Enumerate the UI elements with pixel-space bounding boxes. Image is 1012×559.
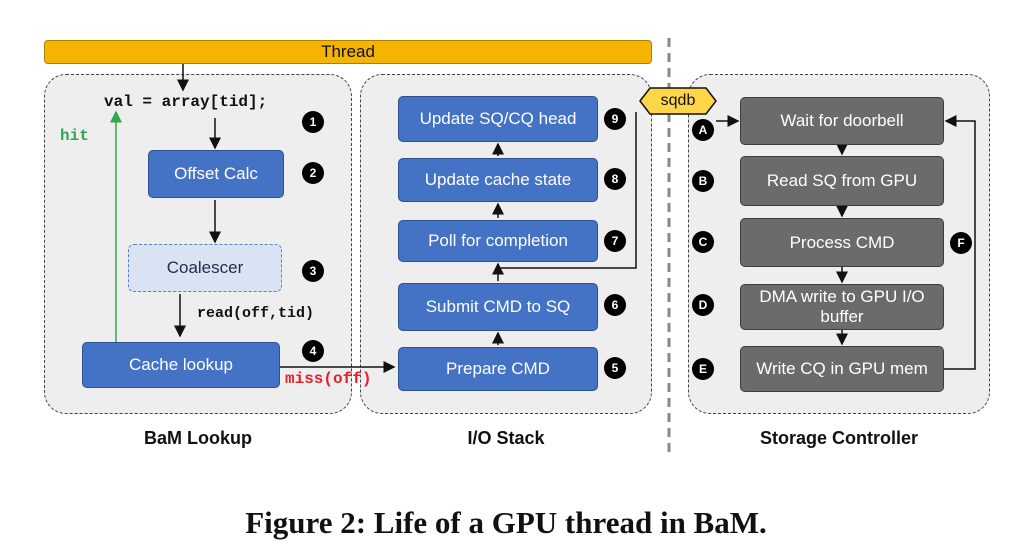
miss-label: miss(off) <box>285 370 372 388</box>
sqdb-doorbell-label: sqdb <box>660 92 696 109</box>
io-box-poll-for-completion: Poll for completion <box>398 220 598 262</box>
offset-calc-box: Offset Calc <box>148 150 284 198</box>
sc-box-read-sq: Read SQ from GPU <box>740 156 944 206</box>
coalescer-box: Coalescer <box>128 244 282 292</box>
step-badge-1: 1 <box>302 111 324 133</box>
io-box-update-sq-cq-head: Update SQ/CQ head <box>398 96 598 142</box>
letter-badge-b: B <box>692 170 714 192</box>
sc-box-wait-for-doorbell: Wait for doorbell <box>740 97 944 145</box>
letter-badge-d: D <box>692 294 714 316</box>
bam-lookup-label: BaM Lookup <box>144 428 252 448</box>
code-line: val = array[tid]; <box>104 93 268 111</box>
letter-badge-e: E <box>692 358 714 380</box>
sc-box-process-cmd: Process CMD <box>740 218 944 267</box>
io-box-prepare-cmd: Prepare CMD <box>398 347 598 391</box>
io-box-submit-cmd: Submit CMD to SQ <box>398 283 598 331</box>
storage-controller-label: Storage Controller <box>759 428 919 448</box>
step-badge-4: 4 <box>302 340 324 362</box>
step-badge-8: 8 <box>604 168 626 190</box>
thread-bar: Thread <box>44 40 652 64</box>
step-badge-9: 9 <box>604 108 626 130</box>
step-badge-2: 2 <box>302 162 324 184</box>
letter-badge-a: A <box>692 119 714 141</box>
io-box-update-cache-state: Update cache state <box>398 158 598 202</box>
io-stack-label: I/O Stack <box>467 428 545 448</box>
step-badge-3: 3 <box>302 260 324 282</box>
letter-badge-f: F <box>950 232 972 254</box>
figure-caption: Figure 2: Life of a GPU thread in BaM. <box>245 505 767 540</box>
cache-lookup-box: Cache lookup <box>82 342 280 388</box>
step-badge-5: 5 <box>604 357 626 379</box>
hit-label: hit <box>60 127 89 145</box>
sc-box-write-cq: Write CQ in GPU mem <box>740 346 944 392</box>
sc-box-dma-write: DMA write to GPU I/O buffer <box>740 284 944 330</box>
step-badge-6: 6 <box>604 294 626 316</box>
step-badge-7: 7 <box>604 230 626 252</box>
letter-badge-c: C <box>692 231 714 253</box>
read-call-label: read(off,tid) <box>197 305 315 322</box>
